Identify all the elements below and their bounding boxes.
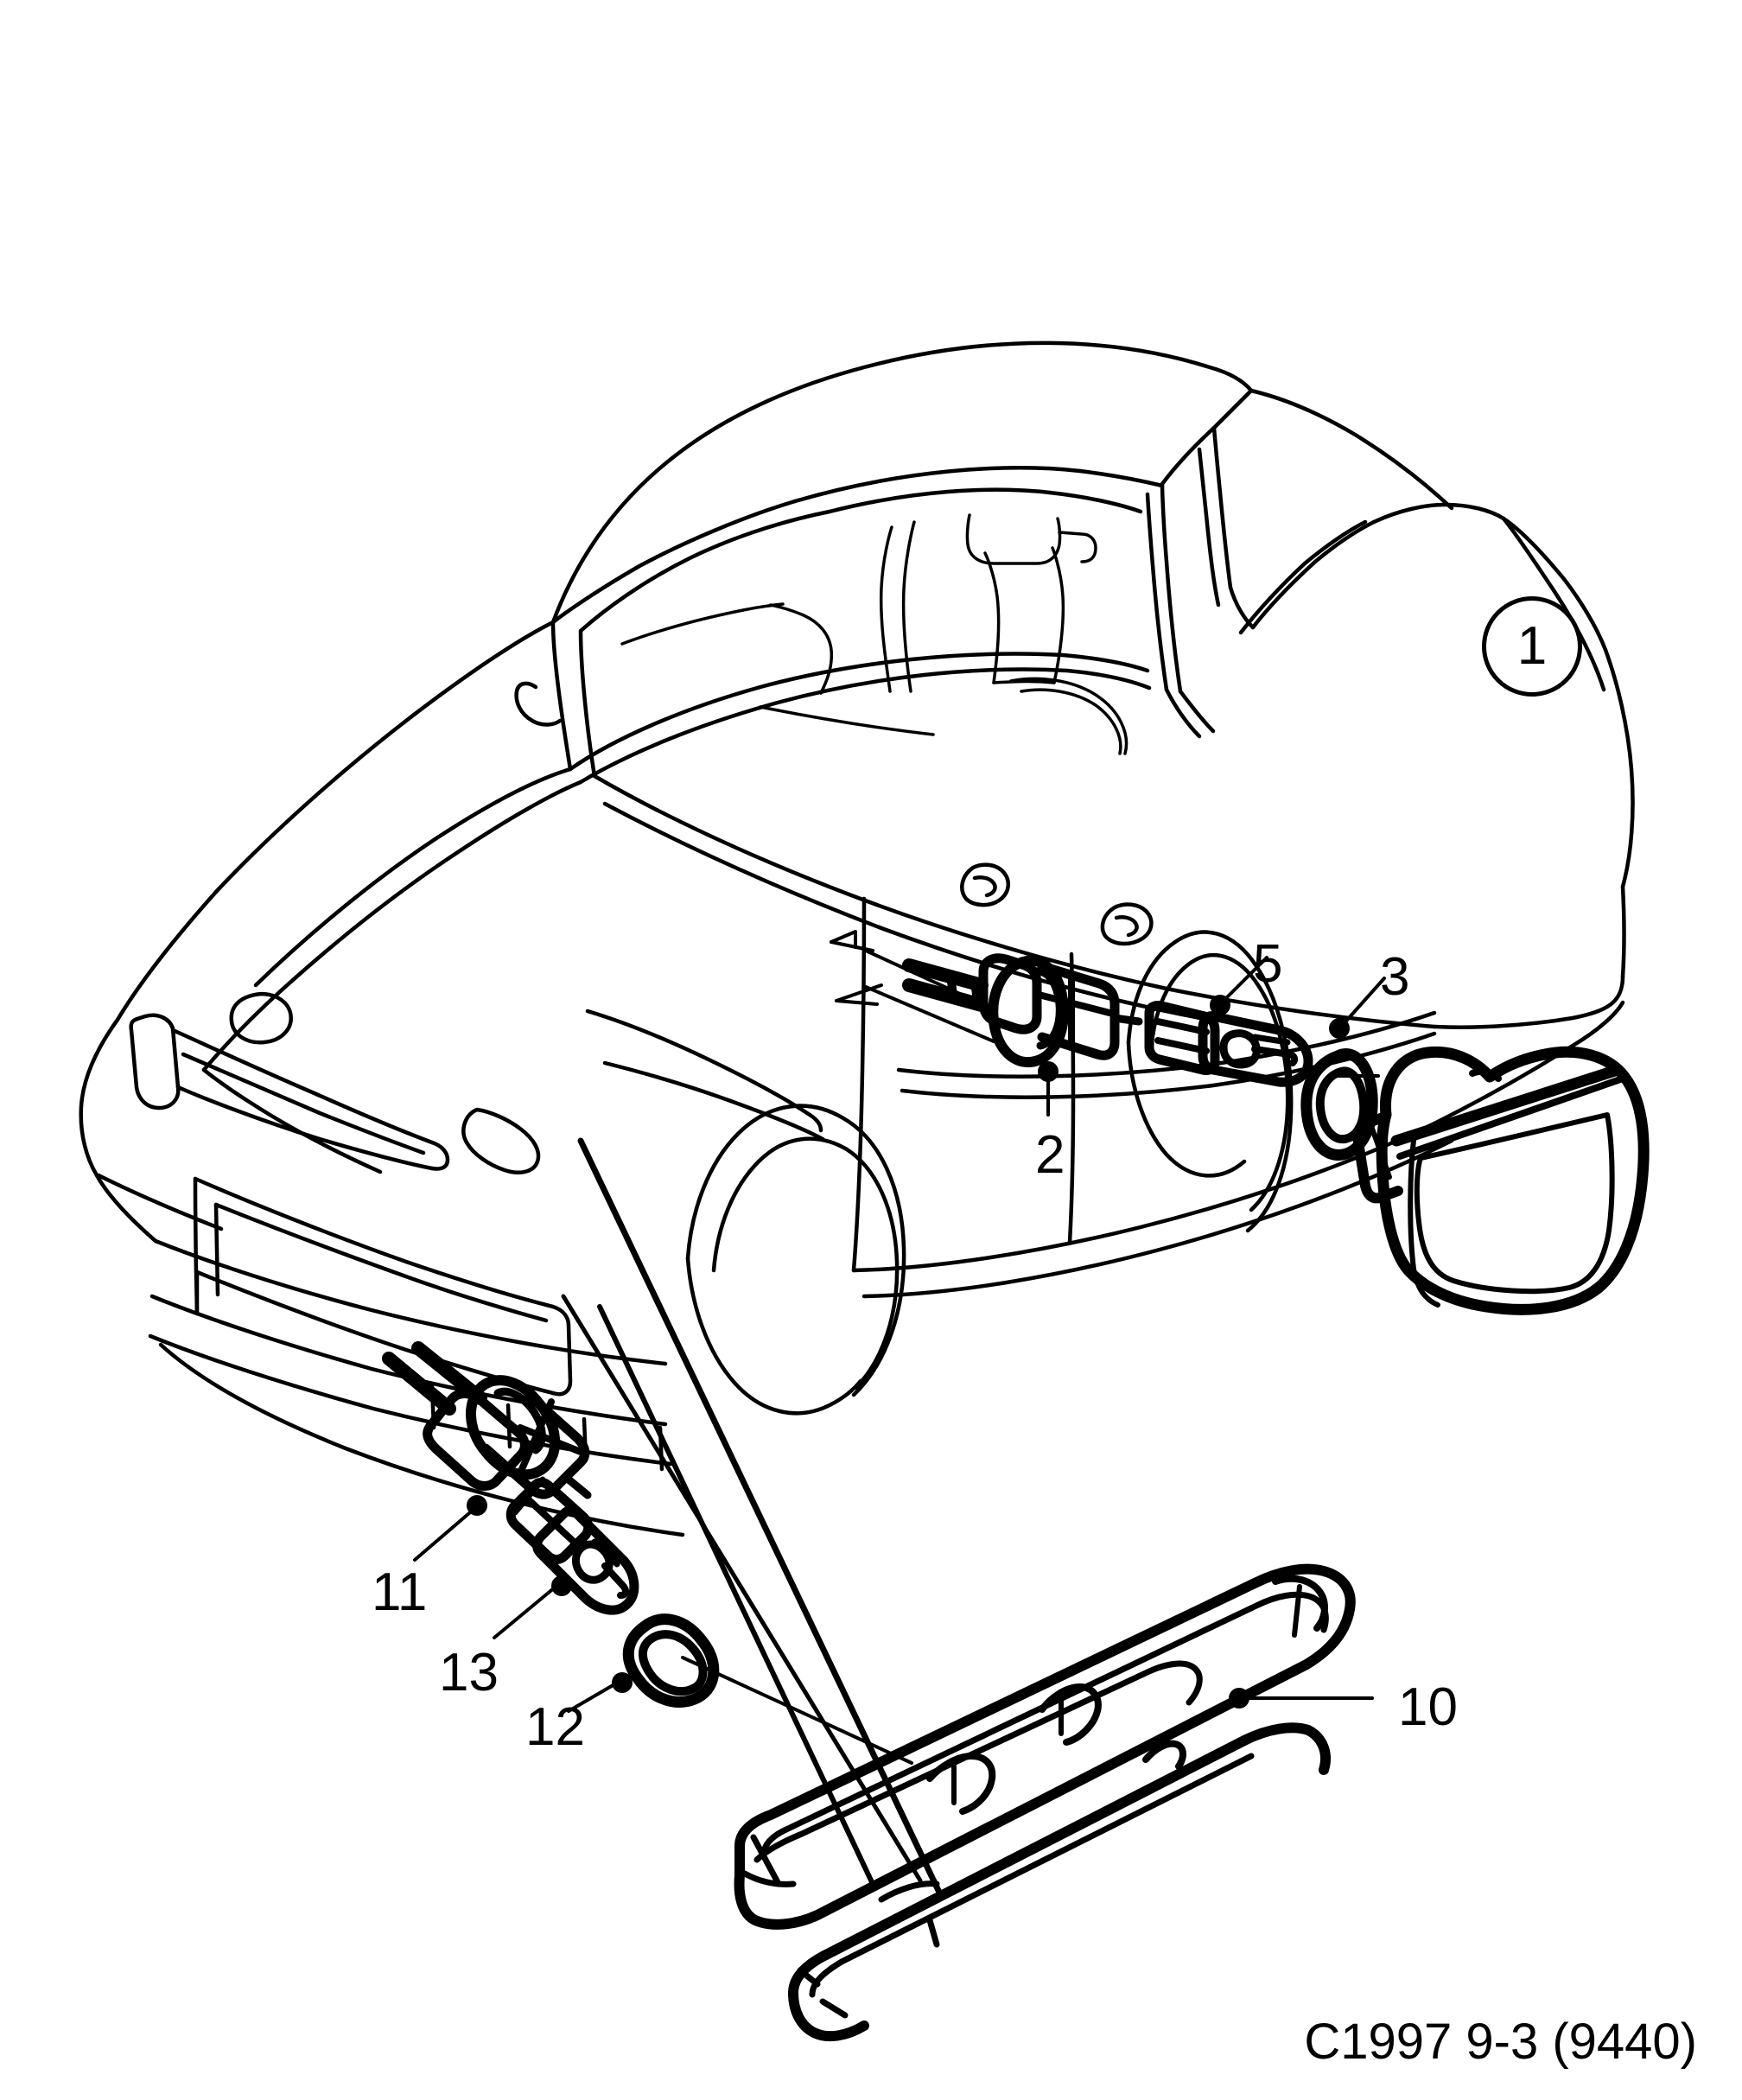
diagram-caption: C1997 9-3 (9440) <box>1304 2014 1697 2070</box>
callout-2-label: 2 <box>1035 1125 1065 1185</box>
callout-12-label: 12 <box>525 1697 585 1757</box>
callout-13-label: 13 <box>439 1643 499 1702</box>
callout-1-circled: 1 <box>1482 596 1582 697</box>
callout-1-label: 1 <box>1516 616 1548 676</box>
car-body <box>79 340 1635 1537</box>
callout-11-label: 11 <box>372 1562 428 1622</box>
bulb-lower <box>505 1476 639 1615</box>
bulb-socket-lower <box>382 1341 592 1499</box>
callout-10-label: 10 <box>1398 1677 1458 1737</box>
bulb-upper <box>1144 1001 1313 1087</box>
lamp-lens-assembly <box>1352 1046 1650 1315</box>
repeater-strip <box>734 1563 1356 2042</box>
callout-5-label: 5 <box>1253 934 1283 994</box>
bulb-socket-upper <box>902 953 1143 1068</box>
gasket-upper <box>1300 1048 1378 1161</box>
gasket-lower <box>622 1613 720 1708</box>
callout-3-label: 3 <box>1380 947 1410 1007</box>
